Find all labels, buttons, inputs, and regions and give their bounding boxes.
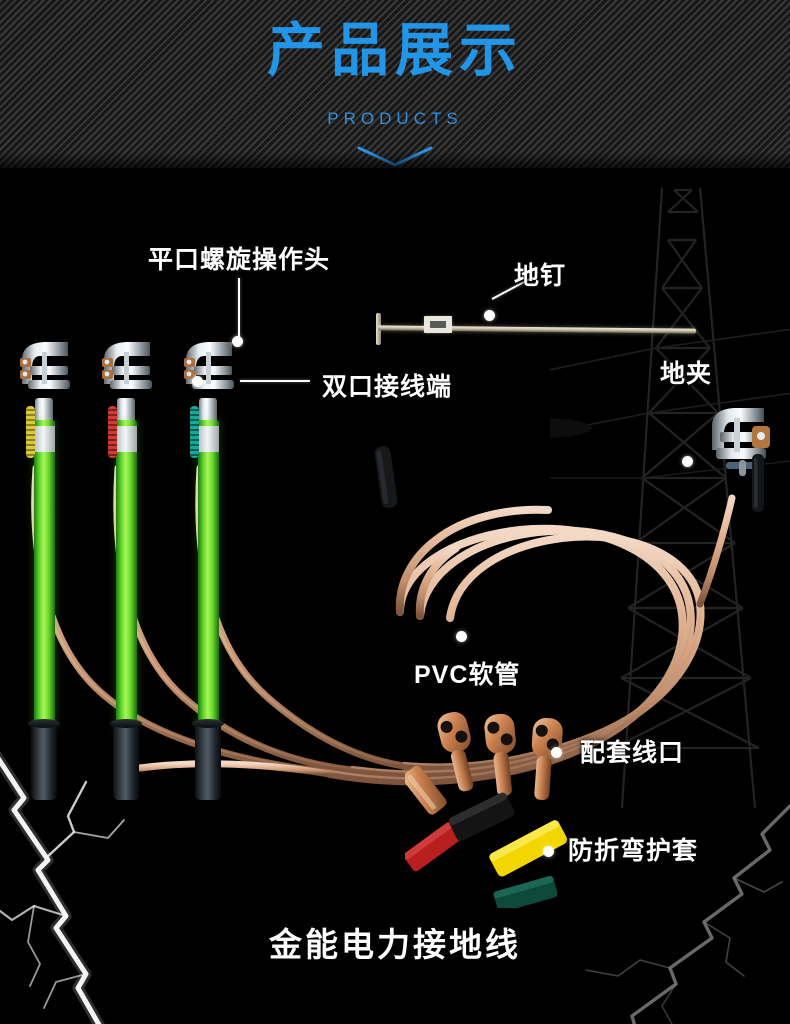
rod-grip <box>192 719 224 800</box>
rod-shaft <box>116 420 137 730</box>
callout-label-pvc-hose: PVC软管 <box>414 661 521 689</box>
cable-lug <box>437 711 474 792</box>
phase-sleeve-teal <box>190 406 199 458</box>
protective-boot-black <box>448 792 515 841</box>
spiral-clamp-head-icon <box>184 342 234 389</box>
callout-dot-ground-clamp <box>682 456 693 467</box>
protective-boot-green <box>493 875 558 908</box>
page-subtitle: PRODUCTS <box>327 109 463 128</box>
leader-line-dual-terminal <box>240 380 310 382</box>
page-title: 产品展示 <box>266 18 523 83</box>
spiral-clamp-head-icon <box>102 342 152 389</box>
rod-label-band <box>34 426 55 452</box>
ground-clamp-product <box>712 408 770 512</box>
cable-lug <box>484 713 516 797</box>
phase-sleeve-yellow <box>26 406 35 458</box>
product-photo-stage <box>0 168 790 1024</box>
callout-dot-anti-bend-boot <box>543 846 554 857</box>
rod-grip <box>28 719 60 800</box>
copper-ferrule <box>405 765 447 815</box>
cable-lug <box>531 717 563 800</box>
transmission-tower-graphic <box>550 187 790 809</box>
rod-ferrule <box>199 398 217 424</box>
cable-junction-sleeve <box>374 446 398 508</box>
callout-dot-cable-lugs <box>551 747 562 758</box>
header-band: 产品展示 PRODUCTS <box>0 0 790 178</box>
rod-shaft <box>34 420 55 730</box>
rod-label-band <box>116 426 137 452</box>
chevron-down-icon <box>357 146 433 167</box>
callout-dot-dual-terminal <box>192 376 203 387</box>
ground-stake-product <box>366 308 697 345</box>
callout-label-cable-lugs: 配套线口 <box>580 739 685 767</box>
callout-label-dual-terminal: 双口接线端 <box>322 373 453 401</box>
rod-shaft <box>198 420 219 730</box>
callout-dot-ground-stake <box>484 310 495 321</box>
rod-ferrule <box>117 398 135 424</box>
phase-sleeve-red <box>108 406 117 458</box>
callout-label-ground-stake: 地钉 <box>514 262 567 290</box>
callout-label-ground-clamp: 地夹 <box>660 360 713 388</box>
callout-dot-operating-head <box>232 336 243 347</box>
callout-label-anti-bend-boot: 防折弯护套 <box>568 837 699 865</box>
lightning-bolt-right-icon <box>585 803 790 1024</box>
spiral-clamp-head-icon <box>20 342 70 389</box>
rod-ferrule <box>35 398 53 424</box>
leader-line-operating-head <box>238 278 240 340</box>
stake-label-tag <box>424 316 452 333</box>
rod-label-band <box>198 426 219 452</box>
lightning-bolt-left-icon <box>0 751 125 1024</box>
product-name-title: 金能电力接地线 <box>269 926 521 963</box>
callout-dot-pvc-hose <box>456 631 467 642</box>
protective-boot-red <box>405 822 461 872</box>
protective-boot-yellow <box>489 820 568 877</box>
callout-label-operating-head: 平口螺旋操作头 <box>148 246 331 274</box>
rod-grip <box>110 719 142 800</box>
